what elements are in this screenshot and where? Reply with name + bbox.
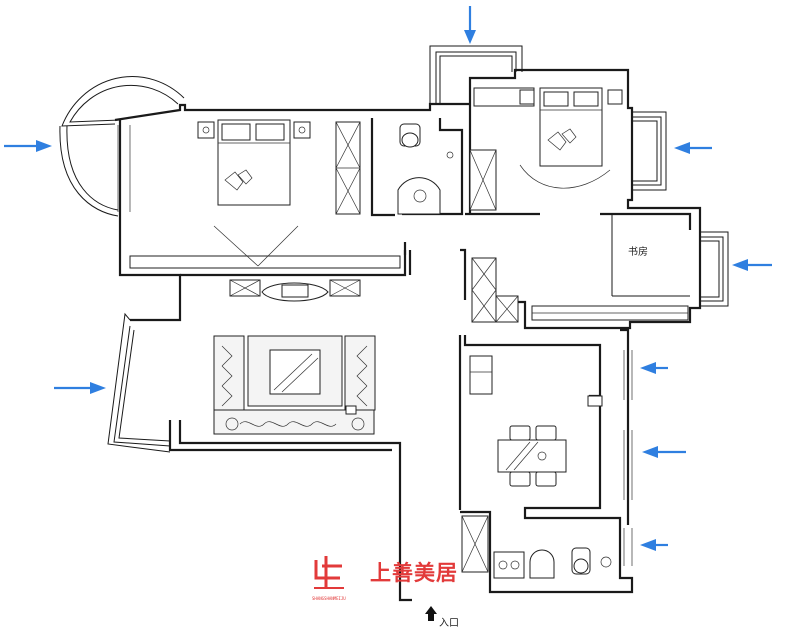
sunlight-arrow-left-upper (4, 140, 52, 152)
windows-right (623, 350, 633, 566)
sunlight-arrow-right-kitchen (640, 539, 668, 551)
fridge (469, 355, 493, 395)
brand-logo: 上善美居 SHANGSHANMEIJU (312, 556, 458, 601)
basin-1 (397, 177, 441, 215)
balcony-top (429, 45, 523, 104)
logo-subtext: SHANGSHANMEIJU (312, 596, 346, 601)
dining (469, 355, 603, 487)
kitchen-sink (529, 549, 555, 579)
bathroom-2 (571, 547, 612, 575)
sunlight-arrow-right-dining (640, 362, 668, 374)
master-bedroom (129, 119, 401, 269)
entrance-label: 入口 (439, 618, 459, 629)
balcony-right-lower (700, 231, 729, 307)
tv-cabinet (129, 255, 401, 269)
stove (493, 551, 525, 579)
bay-window-round (59, 76, 185, 217)
living-room (213, 279, 376, 435)
coffee-table-glass (269, 349, 321, 395)
bathroom-1 (397, 123, 497, 215)
dining-table (497, 439, 567, 473)
second-bedroom (473, 87, 623, 189)
nightstand-right (293, 121, 311, 139)
corridor-cabinets (471, 257, 689, 323)
chair-1 (509, 425, 531, 441)
sunlight-arrow-right-dining-2 (642, 446, 686, 458)
study: 书房 (611, 214, 690, 297)
chair-3 (509, 471, 531, 487)
pillow-right (255, 123, 285, 141)
pillow-left (221, 123, 251, 141)
logo-text: 上善美居 (370, 561, 458, 585)
balcony-living-left (107, 312, 171, 453)
sunlight-arrow-top (464, 6, 476, 44)
nightstand-left (197, 121, 215, 139)
logo-mark (314, 556, 344, 589)
chair-2 (535, 425, 557, 441)
balcony-right-upper (632, 111, 667, 191)
sunlight-arrow-right-bedroom (674, 142, 712, 154)
study-label: 书房 (628, 245, 648, 258)
exterior-walls (114, 68, 702, 602)
chair-4 (535, 471, 557, 487)
entrance-marker: 入口 (425, 606, 459, 629)
shoe-cabinet (471, 257, 497, 323)
kitchen (461, 515, 555, 579)
sunlight-arrow-right-study (732, 259, 772, 271)
sunlight-arrow-left-living (54, 382, 106, 394)
